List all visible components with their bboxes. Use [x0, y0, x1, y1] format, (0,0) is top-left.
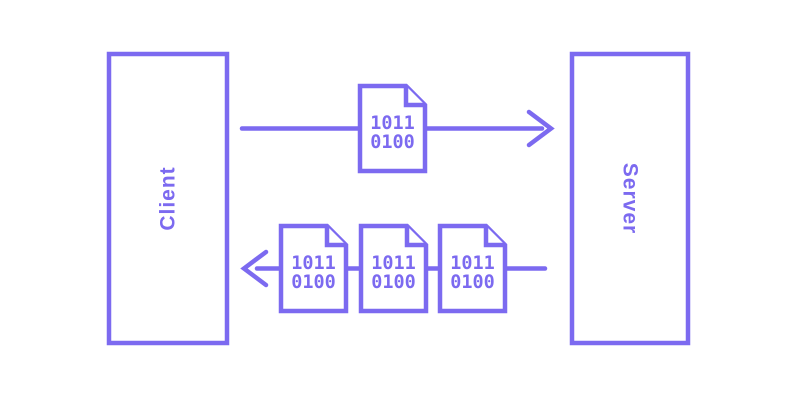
server-node: Server — [569, 51, 691, 346]
document-fold-corner-icon — [324, 226, 346, 248]
packet-bits-line-2: 0100 — [370, 132, 415, 153]
client-node-label: Client — [157, 166, 180, 230]
packet-bits-line-2: 0100 — [291, 272, 336, 293]
packet-bits-line-1: 1011 — [450, 253, 495, 274]
packet-bits-line-1: 1011 — [291, 253, 336, 274]
request-arrowhead-right-icon — [526, 109, 555, 148]
document-fold-corner-icon — [403, 86, 425, 108]
server-node-label: Server — [619, 163, 642, 234]
packet-bits-line-2: 0100 — [371, 272, 416, 293]
client-node: Client — [106, 51, 230, 346]
document-fold-corner-icon — [483, 226, 505, 248]
server-node-box — [569, 51, 691, 346]
response-packet-document-icon: 1011 0100 — [278, 223, 349, 314]
packet-bits-line-1: 1011 — [371, 253, 416, 274]
response-arrowhead-left-icon — [240, 249, 269, 288]
response-packet-document-icon: 1011 0100 — [437, 223, 508, 314]
document-fold-corner-icon — [404, 226, 426, 248]
request-packet-document-icon: 1011 0100 — [357, 83, 428, 174]
response-packet-document-icon: 1011 0100 — [358, 223, 429, 314]
packet-bits-line-2: 0100 — [450, 272, 495, 293]
packet-bits-line-1: 1011 — [370, 113, 415, 134]
client-node-box — [106, 51, 230, 346]
